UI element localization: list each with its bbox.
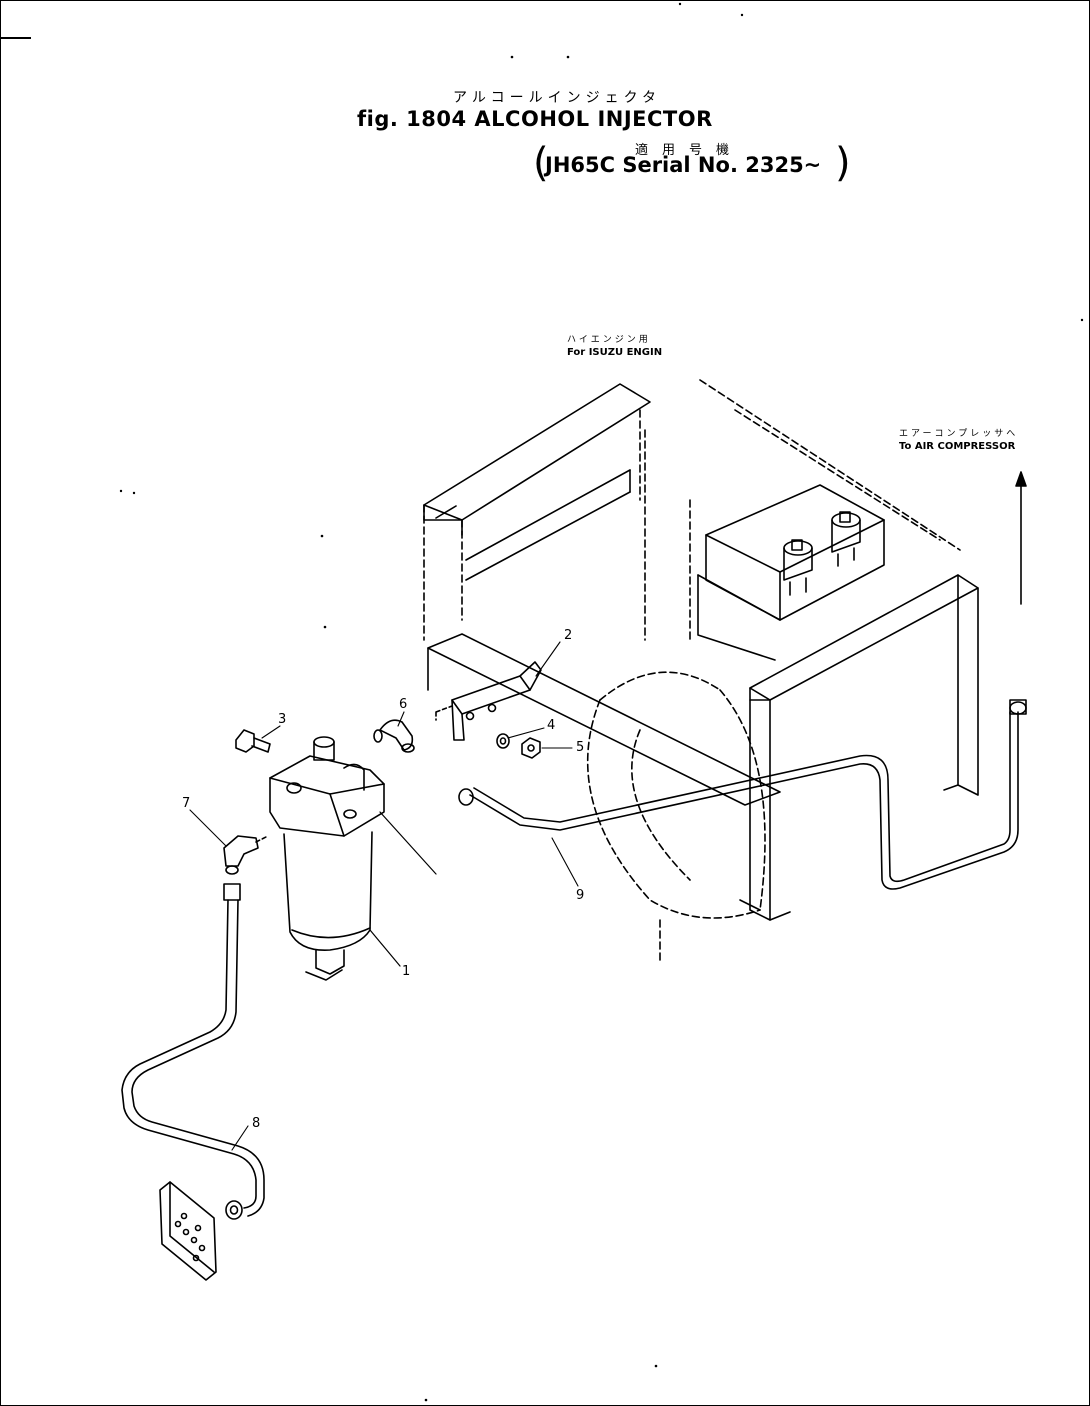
air-compressor-arrow xyxy=(1015,471,1027,605)
bracket-2 xyxy=(435,661,542,741)
serial-range: JH65C Serial No. 2325~ xyxy=(545,153,822,177)
engine-note-japanese: ハイエンジン用 xyxy=(567,335,651,345)
washer-4 xyxy=(496,733,510,749)
callout-4: 4 xyxy=(547,718,556,733)
callout-6: 6 xyxy=(399,697,408,712)
elbow-6 xyxy=(373,719,415,753)
figure-title: fig. 1804 ALCOHOL INJECTOR xyxy=(357,107,713,131)
left-parenthesis: ( xyxy=(533,140,549,186)
callout-3: 3 xyxy=(278,712,287,727)
compressor-note-japanese: エアーコンプレッサへ xyxy=(899,429,1019,439)
compressor-note: To AIR COMPRESSOR xyxy=(899,441,1016,452)
tube-8 xyxy=(121,883,265,1220)
figure-name: ALCOHOL INJECTOR xyxy=(474,107,713,131)
engine-outline xyxy=(423,379,961,961)
callout-7: 7 xyxy=(182,796,191,811)
callout-5: 5 xyxy=(576,740,585,755)
right-parenthesis: ) xyxy=(835,140,851,186)
injector-body-1 xyxy=(269,736,437,981)
nut-5 xyxy=(521,737,541,759)
tube-9 xyxy=(458,699,1027,890)
mounting-plate xyxy=(159,1181,217,1281)
figure-number: fig. 1804 xyxy=(357,107,467,131)
elbow-7 xyxy=(223,835,269,875)
callout-9: 9 xyxy=(576,888,585,903)
engine-note: For ISUZU ENGIN xyxy=(567,347,663,358)
engine-nozzles xyxy=(783,511,861,596)
callout-leaders xyxy=(189,641,579,1151)
callout-2: 2 xyxy=(564,628,573,643)
scan-specks xyxy=(119,2,1084,1402)
callout-1: 1 xyxy=(402,964,411,979)
japanese-title: アルコールインジェクタ xyxy=(453,90,662,106)
bolt-3 xyxy=(235,729,271,753)
engine-frame xyxy=(423,383,979,921)
callout-8: 8 xyxy=(252,1116,261,1131)
corner-tick-mark xyxy=(1,37,31,39)
japanese-serial-heading: 適用号機 xyxy=(635,143,744,158)
